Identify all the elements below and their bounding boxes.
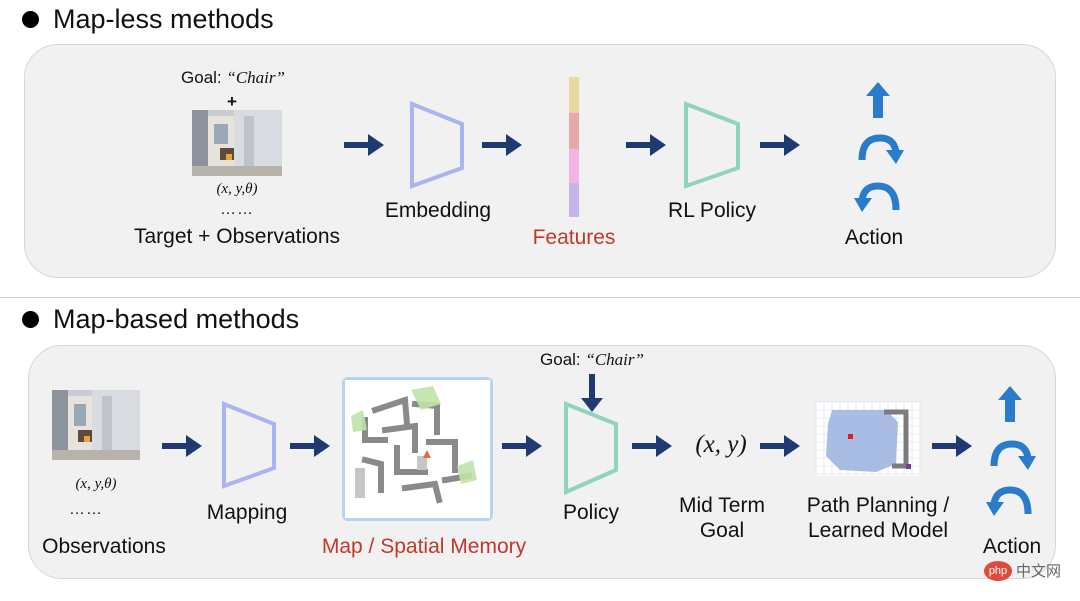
observations-label: Observations [42, 535, 166, 558]
arrow-right-icon [760, 435, 800, 457]
arrow-right-icon [760, 134, 800, 156]
up-arrow-icon [866, 82, 890, 118]
planning-label: Path Planning / Learned Model [806, 494, 950, 543]
plus-sign: + [227, 92, 237, 111]
policy-label: Policy [562, 501, 620, 524]
watermark-text: 中文网 [1016, 563, 1062, 580]
photo-thumbnail [52, 390, 140, 460]
embedding-trapezoid [410, 101, 464, 189]
coords-top: (x, y,θ) [216, 181, 258, 197]
midterm-label: Mid Term Goal [679, 494, 765, 543]
arrow-right-icon [632, 435, 672, 457]
watermark: php 中文网 [984, 560, 1061, 581]
grid-map-image [815, 401, 921, 476]
action-label-top: Action [844, 226, 904, 249]
grid-map [815, 401, 921, 476]
embedding-label: Embedding [384, 199, 492, 222]
policy-trapezoid [564, 401, 618, 496]
turn-left-icon [854, 182, 900, 212]
mapbased-title: Map-based methods [53, 304, 300, 334]
midterm-coords: (x, y) [695, 431, 747, 458]
bullet-icon [22, 11, 39, 28]
features-label: Features [532, 226, 616, 249]
spatial-map [342, 377, 493, 521]
arrow-down-icon [581, 374, 603, 412]
arrow-right-icon [290, 435, 330, 457]
section-title-mapbased: Map-based methods [22, 306, 299, 333]
action-icons-bottom [986, 386, 1036, 516]
rl-policy-trapezoid [684, 101, 740, 189]
turn-left-icon [986, 486, 1032, 516]
section-divider [0, 297, 1080, 298]
coords-bottom: (x, y,θ) [75, 476, 117, 492]
mapless-title: Map-less methods [53, 4, 274, 34]
goal-text-top: Goal: “Chair” [181, 68, 285, 87]
mapping-trapezoid [222, 401, 276, 489]
turn-right-icon [990, 440, 1036, 470]
bullet-icon [22, 311, 39, 328]
arrow-right-icon [162, 435, 202, 457]
arrow-right-icon [502, 435, 542, 457]
arrow-right-icon [482, 134, 522, 156]
up-arrow-icon [998, 386, 1022, 422]
turn-right-icon [858, 134, 904, 164]
map-label: Map / Spatial Memory [321, 535, 527, 558]
observation-photo-bottom [52, 390, 140, 460]
action-label-bottom: Action [982, 535, 1042, 558]
rl-policy-label: RL Policy [668, 199, 756, 222]
features-bar [569, 77, 579, 217]
observation-photo-top [192, 110, 282, 176]
goal-text-bottom: Goal: “Chair” [540, 350, 644, 369]
arrow-right-icon [932, 435, 972, 457]
arrow-right-icon [626, 134, 666, 156]
section-title-mapless: Map-less methods [22, 6, 274, 33]
map-image [345, 380, 490, 518]
dots-bottom: …… [69, 501, 103, 518]
input-label-top: Target + Observations [133, 225, 341, 248]
watermark-badge: php [984, 560, 1012, 581]
mapping-label: Mapping [206, 501, 288, 524]
photo-thumbnail [192, 110, 282, 176]
dots-top: …… [220, 201, 254, 218]
arrow-right-icon [344, 134, 384, 156]
action-icons-top [854, 82, 904, 212]
